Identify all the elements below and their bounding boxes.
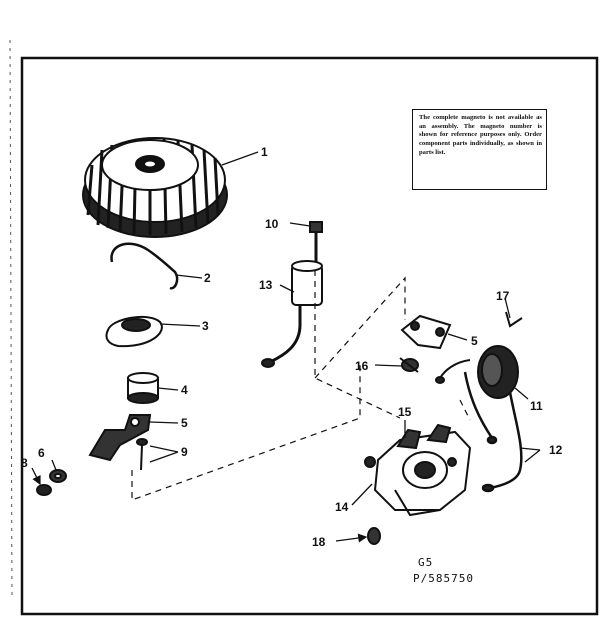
- screw-part-9: [136, 438, 148, 471]
- callout-8: 8: [21, 456, 28, 470]
- callout-12: 12: [549, 443, 563, 457]
- screw-part-10: [309, 221, 323, 262]
- ignition-coil-part: [435, 345, 519, 399]
- wire-clip-part: [505, 311, 523, 328]
- ignition-lead-part: [463, 371, 523, 493]
- note-text: The complete magneto is not available as…: [419, 114, 542, 156]
- terminal-bracket-part: [400, 314, 452, 350]
- callout-3: 3: [202, 319, 209, 333]
- arrow-8: [31, 467, 41, 486]
- screw-part-16: [399, 357, 419, 373]
- arrow-18: [335, 533, 368, 543]
- callout-14: 14: [335, 500, 349, 514]
- callout-11: 11: [530, 399, 543, 413]
- spacer-part: [127, 372, 159, 404]
- callout-16: 16: [355, 359, 369, 373]
- note-box: [412, 109, 547, 190]
- part-number: P/585750: [413, 572, 474, 585]
- callout-15: 15: [398, 405, 412, 419]
- callout-5-left: 5: [181, 416, 188, 430]
- diagram-frame: [20, 56, 599, 616]
- nut-part: [49, 469, 67, 483]
- callout-2: 2: [204, 271, 211, 285]
- callout-10: 10: [265, 217, 279, 231]
- air-vane-part: [105, 315, 163, 348]
- condenser-part: [261, 260, 323, 368]
- callout-5-right: 5: [471, 334, 478, 348]
- assembly-lines: [131, 270, 471, 501]
- spring-clip-part: [110, 242, 179, 290]
- screw-part-18: [367, 527, 381, 545]
- contact-bracket-part: [88, 414, 152, 462]
- leader-lines: [51, 151, 541, 506]
- callout-17: 17: [496, 289, 510, 303]
- armature-housing-part: [364, 423, 472, 517]
- callout-18: 18: [312, 535, 326, 549]
- callout-4: 4: [181, 383, 188, 397]
- flywheel-part: [82, 137, 228, 238]
- callout-1: 1: [261, 145, 268, 159]
- callout-6: 6: [38, 446, 45, 460]
- page-edge-mark: [9, 39, 13, 601]
- model-code: G5: [418, 556, 433, 569]
- callout-9: 9: [181, 445, 188, 459]
- washer-part: [36, 484, 52, 496]
- callout-13: 13: [259, 278, 273, 292]
